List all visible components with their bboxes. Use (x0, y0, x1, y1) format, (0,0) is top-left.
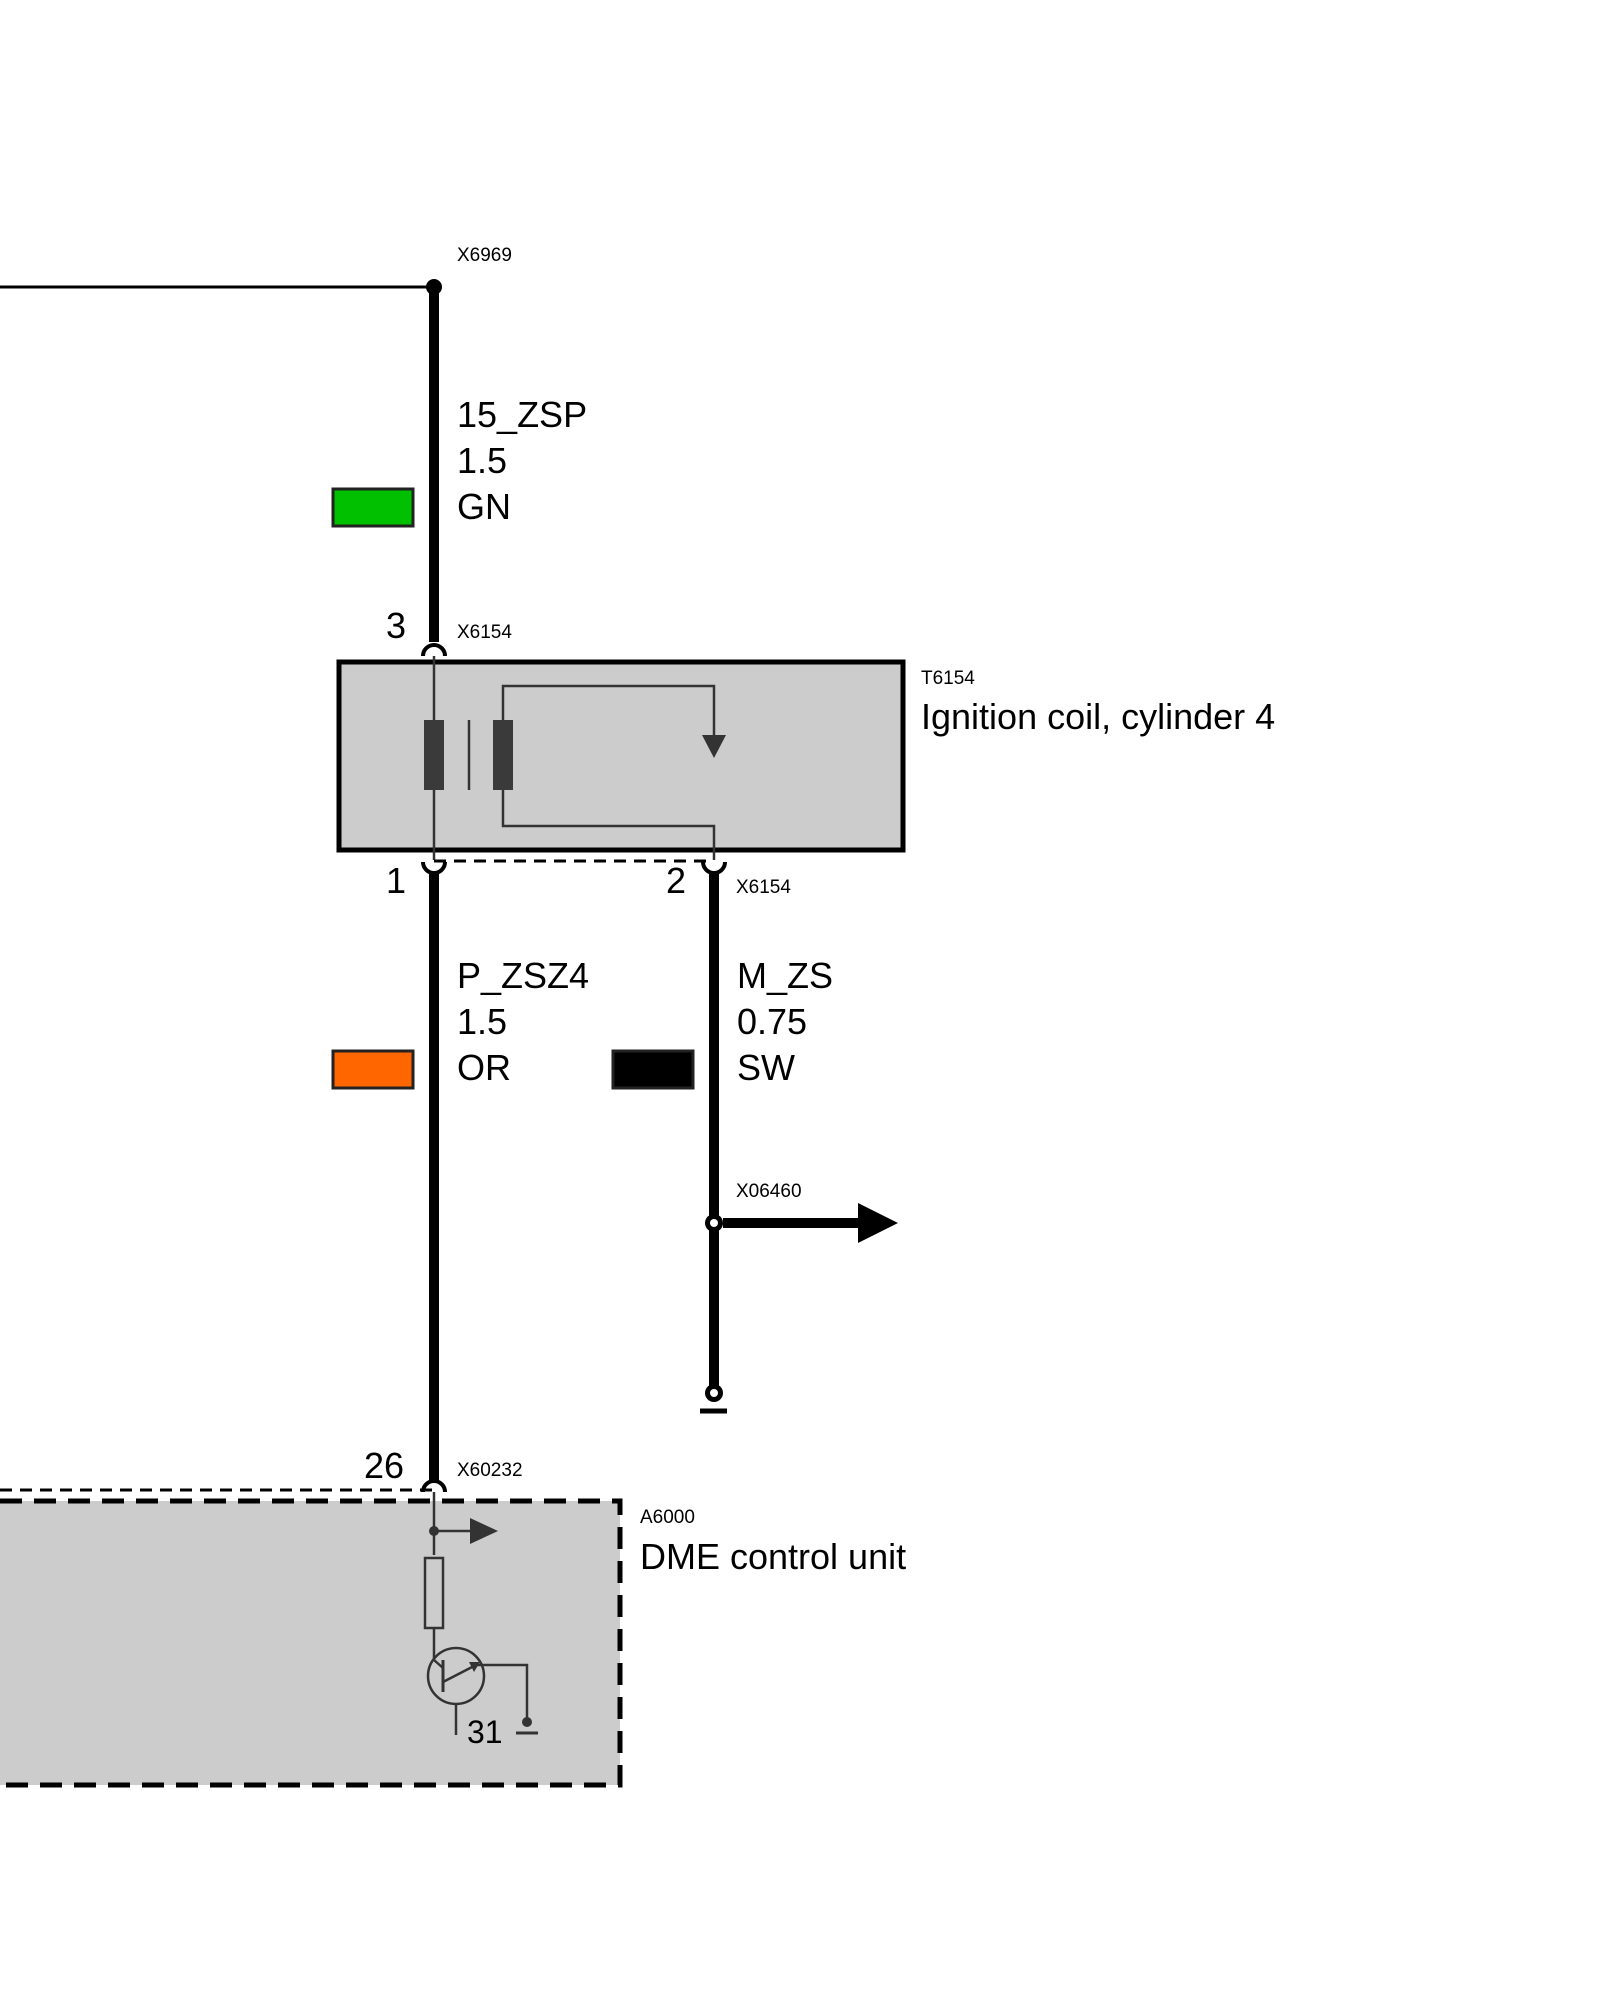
supply-wire-gauge: 1.5 (457, 440, 507, 481)
transistor-emitter (442, 1663, 477, 1684)
ground-wire-signal: M_ZS (737, 955, 833, 996)
ignition-coil: T6154 Ignition coil, cylinder 4 (336, 656, 1275, 860)
dme-control-unit: 26 X60232 A6000 DME control unit 31 (0, 1445, 906, 1788)
secondary-ground-wire (501, 790, 716, 860)
ignition-wire-gauge: 1.5 (457, 1001, 507, 1042)
coil-component-name: Ignition coil, cylinder 4 (921, 696, 1275, 737)
ground-wire: M_ZS 0.75 SW X06460 (611, 872, 898, 1414)
connector-label-x60232: X60232 (457, 1460, 523, 1481)
pin-label-coil-out: 1 (386, 860, 406, 901)
pin-cup-coil-out (421, 861, 447, 875)
connector-label-x6969: X6969 (457, 245, 512, 266)
dme-body (0, 1501, 620, 1785)
secondary-winding (493, 720, 513, 790)
supply-wire-signal: 15_ZSP (457, 394, 587, 435)
coil-component-id: T6154 (921, 668, 975, 689)
ground-wire-color-swatch (611, 1049, 695, 1090)
ignition-wire-color-swatch (331, 1049, 415, 1090)
dme-ground-wire (476, 1663, 529, 1722)
pin-label-dme-in: 26 (364, 1445, 404, 1486)
continuation-arrow-icon (858, 1203, 898, 1243)
ignition-wire: P_ZSZ4 1.5 OR (331, 872, 589, 1480)
ground-terminal-dot-center (710, 1389, 718, 1397)
primary-winding (424, 720, 444, 790)
connector-label-x06460: X06460 (736, 1181, 802, 1202)
connector-label-x6154-top: X6154 (457, 622, 512, 643)
dme-component-id: A6000 (640, 1507, 695, 1528)
dme-component-name: DME control unit (640, 1536, 906, 1577)
supply-wire-color-code: GN (457, 486, 511, 527)
pin-label-coil-ground: 2 (666, 860, 686, 901)
dme-border-dashed (0, 1498, 623, 1788)
ignition-coil-body (336, 659, 906, 853)
transistor-collector (433, 1659, 444, 1669)
supply-wire-color-swatch (331, 487, 415, 528)
ignition-wire-color-code: OR (457, 1047, 511, 1088)
dme-ground-dot (522, 1717, 532, 1727)
dme-sense-arrow-icon (470, 1518, 498, 1544)
splice-dot-x06460-center (710, 1219, 718, 1227)
supply-wire: 15_ZSP 1.5 GN (331, 287, 587, 642)
spark-output-arrow-icon (702, 735, 726, 758)
pin-cup-coil-ground (701, 861, 727, 875)
ground-wire-color-code: SW (737, 1047, 795, 1088)
secondary-output-wire (501, 684, 716, 738)
pin-label-coil-in: 3 (386, 605, 406, 646)
pin-label-dme-ground: 31 (467, 1714, 503, 1750)
pin-cup-coil-in (421, 643, 447, 657)
pin-cup-dme-in (421, 1479, 447, 1493)
connector-label-x6154-bottom: X6154 (736, 877, 791, 898)
ground-wire-gauge: 0.75 (737, 1001, 807, 1042)
ignition-wire-signal: P_ZSZ4 (457, 955, 589, 996)
